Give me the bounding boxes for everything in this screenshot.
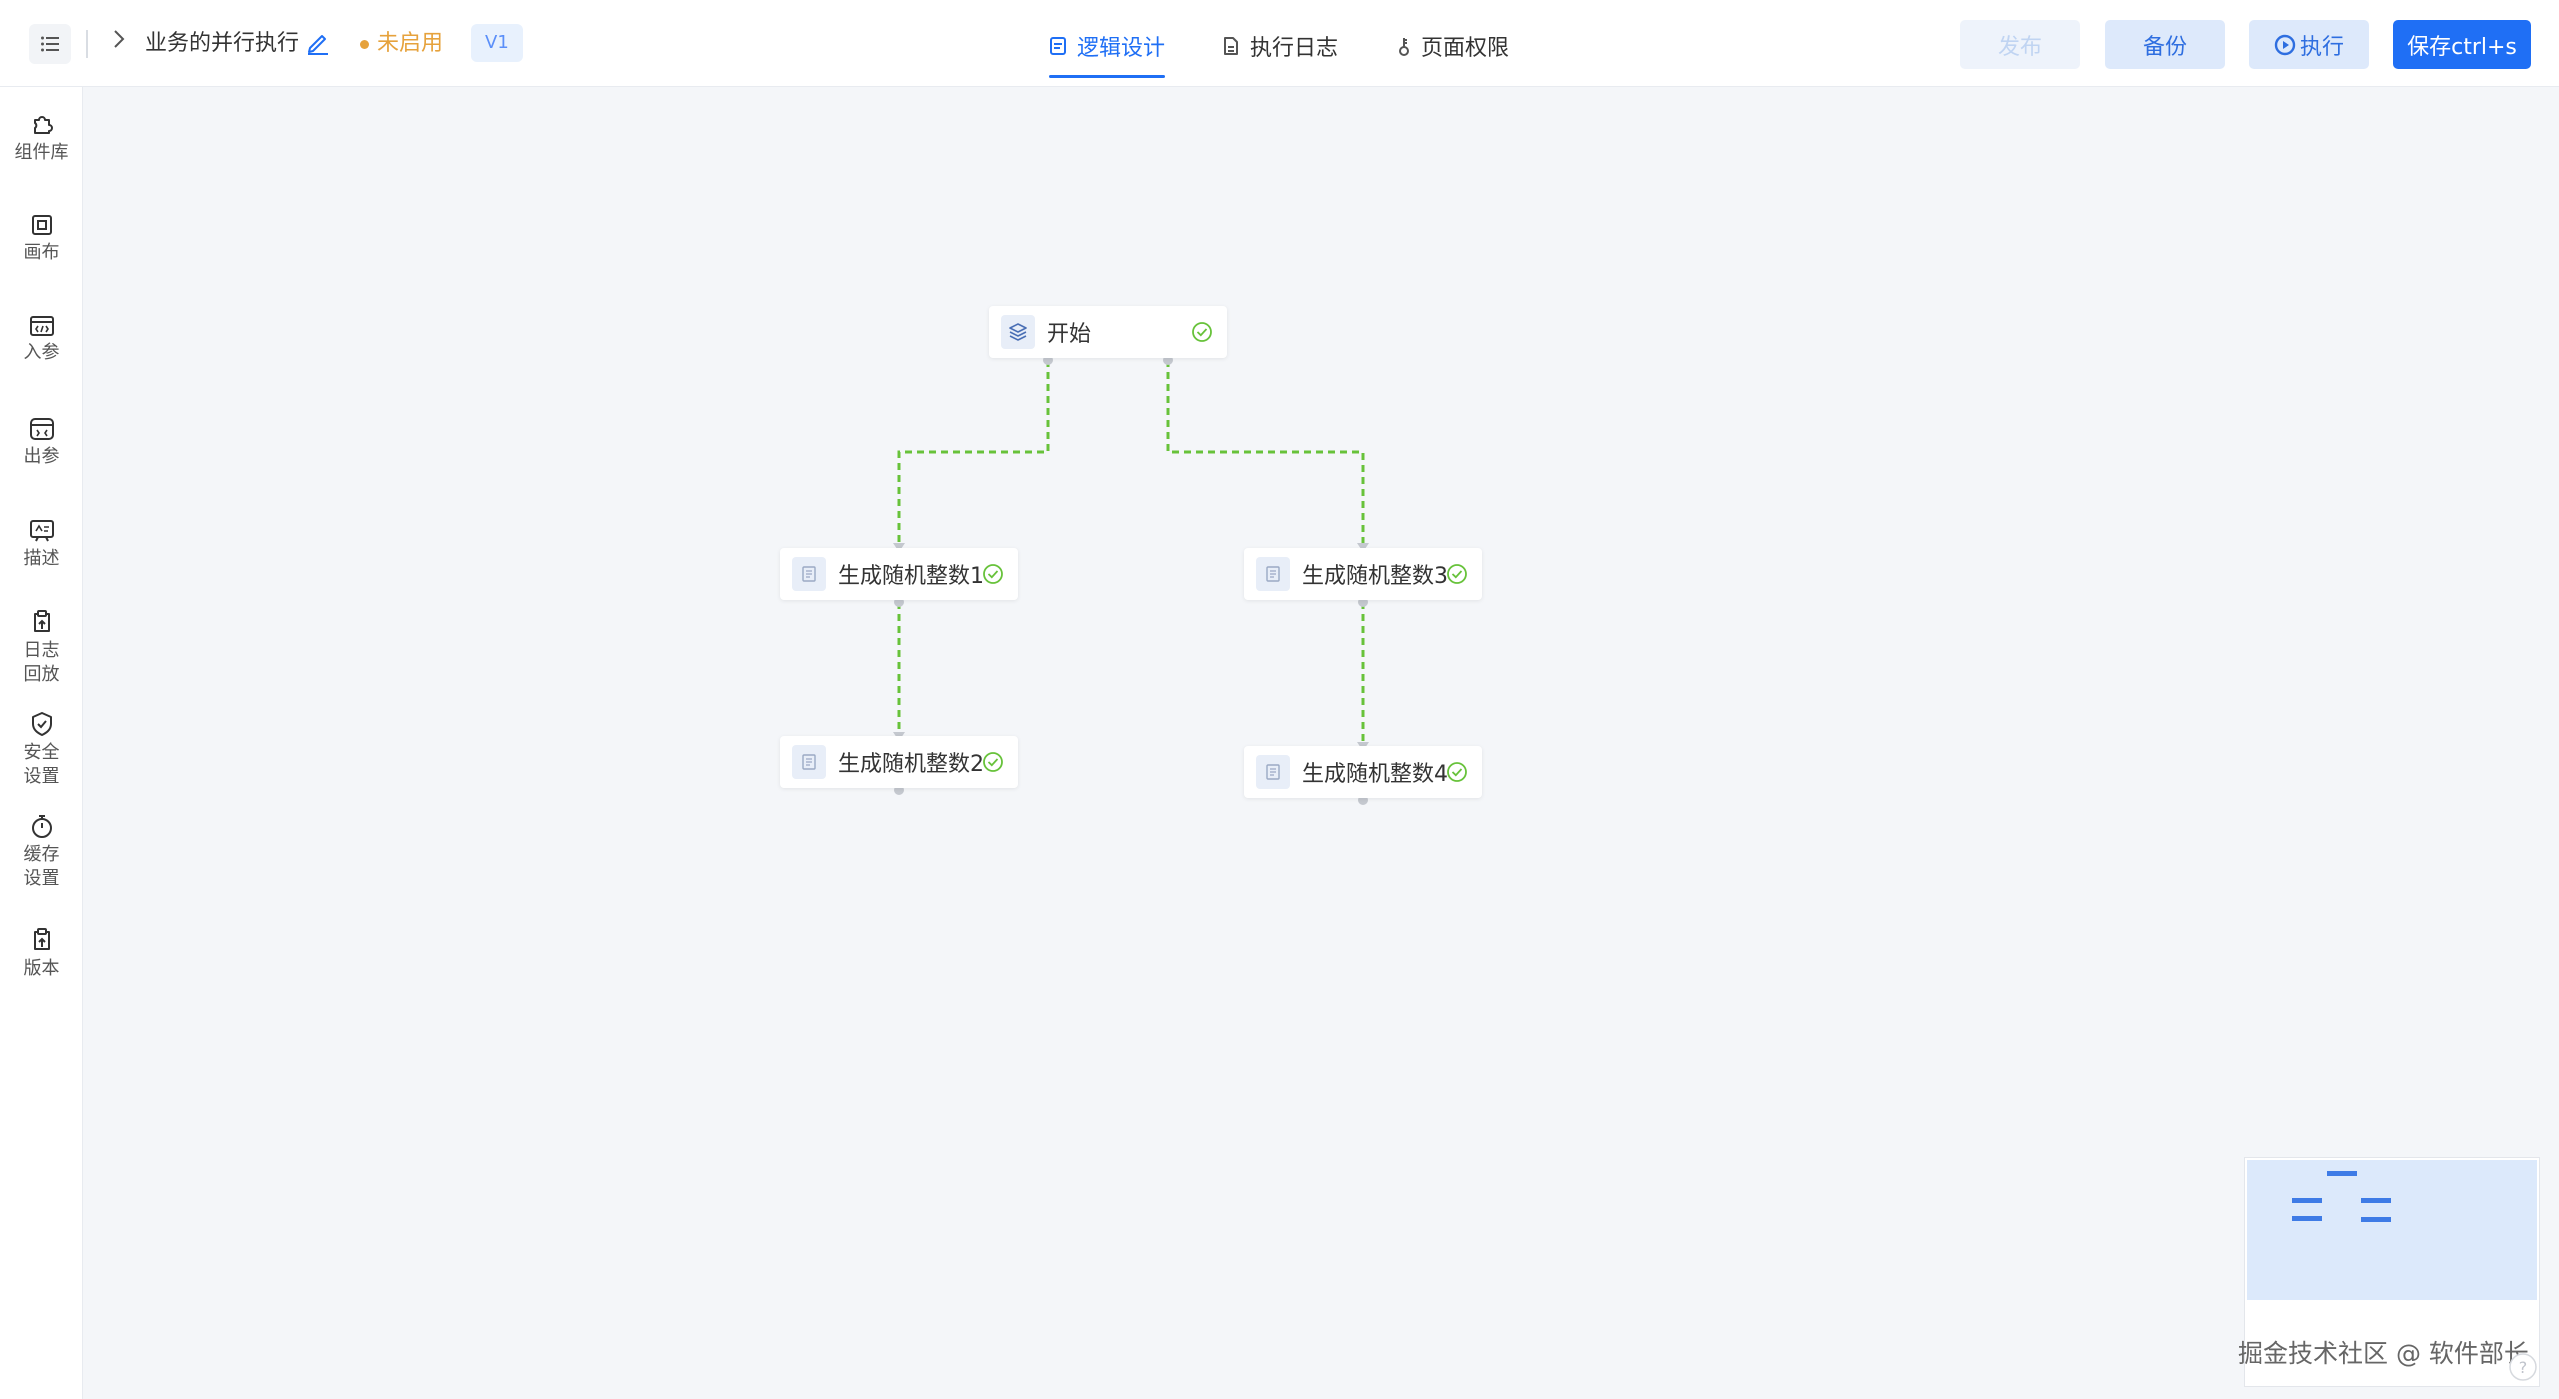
edge-start-to-node1 <box>897 360 1050 544</box>
sidebar-item-label: 安全 设置 <box>23 742 60 787</box>
version-badge: V1 <box>471 24 523 62</box>
flow-node-random-int-1[interactable]: 生成随机整数1 <box>780 548 1018 600</box>
publish-button[interactable]: 发布 <box>1960 20 2080 69</box>
sidebar-item-label: 日志 回放 <box>23 640 60 685</box>
svg-text:?: ? <box>2519 1358 2528 1377</box>
tab-execution-log[interactable]: 执行日志 <box>1222 26 1338 66</box>
node-icon <box>1001 315 1035 349</box>
edge-start-to-node3 <box>1166 360 1365 544</box>
divider <box>86 30 88 58</box>
canvas-icon <box>31 215 52 235</box>
minimap-viewport[interactable] <box>2247 1160 2537 1300</box>
sidebar-item-label: 入参 <box>23 342 60 363</box>
sidebar-item-log-replay[interactable]: 日志 回放 <box>0 609 83 687</box>
file-icon <box>1224 37 1238 55</box>
node-label: 生成随机整数4 <box>1302 762 1448 787</box>
list-icon <box>41 36 59 52</box>
sidebar-item-label: 组件库 <box>14 142 69 163</box>
arrow-head <box>1357 543 1369 552</box>
success-check-icon <box>983 752 1003 772</box>
success-check-icon <box>1447 762 1467 782</box>
status-text: 未启用 <box>377 31 444 56</box>
chevron-right-icon <box>114 30 125 48</box>
layers-icon <box>1009 323 1027 341</box>
success-check-icon <box>1447 564 1467 584</box>
tab-page-permissions[interactable]: 页面权限 <box>1397 26 1509 66</box>
flow-node-random-int-4[interactable]: 生成随机整数4 <box>1244 746 1482 798</box>
shield-check-icon <box>31 712 52 736</box>
watermark: 掘金技术社区 @ 软件部长 <box>2238 1339 2529 1368</box>
tab-logic-design[interactable]: 逻辑设计 <box>1049 26 1166 78</box>
sidebar: 组件库 画布 入参 出参 描述 <box>0 87 83 1399</box>
node-icon <box>1256 557 1290 591</box>
puzzle-icon <box>33 116 53 134</box>
sidebar-item-input-params[interactable]: 入参 <box>0 315 83 365</box>
clipboard-icon <box>33 610 50 632</box>
sidebar-item-security-settings[interactable]: 安全 设置 <box>0 711 83 789</box>
list-doc-icon <box>1266 566 1280 582</box>
sidebar-item-label: 缓存 设置 <box>23 844 60 889</box>
key-icon <box>1399 38 1409 56</box>
node-label: 生成随机整数1 <box>838 564 984 589</box>
save-button[interactable]: 保存ctrl+s <box>2393 20 2531 69</box>
menu-toggle-button[interactable] <box>29 24 71 64</box>
run-button-label: 执行 <box>2299 34 2344 60</box>
sidebar-item-label: 画布 <box>23 242 60 263</box>
node-label: 开始 <box>1047 322 1092 347</box>
node-icon <box>792 557 826 591</box>
sidebar-item-cache-settings[interactable]: 缓存 设置 <box>0 813 83 891</box>
list-doc-icon <box>802 566 816 582</box>
document-icon <box>1050 37 1066 55</box>
clipboard-upload-icon <box>33 928 50 950</box>
list-doc-icon <box>1266 764 1280 780</box>
top-bar: 业务的并行执行 未启用 V1 逻辑设计 执行日志 页面权限 发布 备份 <box>0 0 2559 87</box>
flow-canvas[interactable]: 开始 生成随机整数1 生成随机整数2 <box>84 88 2559 1399</box>
sidebar-item-label: 版本 <box>23 958 60 979</box>
sidebar-item-component-library[interactable]: 组件库 <box>0 111 83 165</box>
list-doc-icon <box>802 754 816 770</box>
run-button[interactable]: 执行 <box>2249 20 2369 69</box>
sidebar-item-label: 出参 <box>23 446 60 467</box>
sidebar-item-description[interactable]: 描述 <box>0 519 83 571</box>
node-icon <box>792 745 826 779</box>
node-label: 生成随机整数2 <box>838 752 984 777</box>
success-check-icon <box>1192 322 1212 342</box>
minimap[interactable] <box>2244 1157 2540 1387</box>
sidebar-item-canvas[interactable]: 画布 <box>0 213 83 265</box>
sidebar-item-label: 描述 <box>23 548 60 569</box>
tab-label: 逻辑设计 <box>1077 36 1166 61</box>
help-icon[interactable]: ? <box>2508 1352 2538 1382</box>
stopwatch-icon <box>31 815 52 838</box>
status-badge: 未启用 <box>360 26 443 62</box>
description-icon <box>29 520 54 542</box>
output-window-icon <box>29 418 54 440</box>
backup-button[interactable]: 备份 <box>2105 20 2225 69</box>
app-title: 业务的并行执行 <box>145 31 300 56</box>
status-dot <box>360 39 369 49</box>
flow-node-random-int-2[interactable]: 生成随机整数2 <box>780 736 1018 788</box>
play-circle-icon <box>2274 34 2296 55</box>
flow-node-start[interactable]: 开始 <box>989 306 1227 358</box>
node-icon <box>1256 755 1290 789</box>
sidebar-item-version[interactable]: 版本 <box>0 927 83 981</box>
sidebar-item-output-params[interactable]: 出参 <box>0 417 83 469</box>
arrow-head <box>893 543 905 552</box>
success-check-icon <box>983 564 1003 584</box>
flow-node-random-int-3[interactable]: 生成随机整数3 <box>1244 548 1482 600</box>
code-window-icon <box>29 316 54 336</box>
tab-label: 页面权限 <box>1421 36 1510 61</box>
node-label: 生成随机整数3 <box>1302 564 1448 589</box>
minimap-nodes <box>2292 1171 2391 1222</box>
edges-layer <box>893 355 1369 805</box>
edit-icon[interactable] <box>306 30 330 56</box>
tab-label: 执行日志 <box>1250 36 1339 61</box>
